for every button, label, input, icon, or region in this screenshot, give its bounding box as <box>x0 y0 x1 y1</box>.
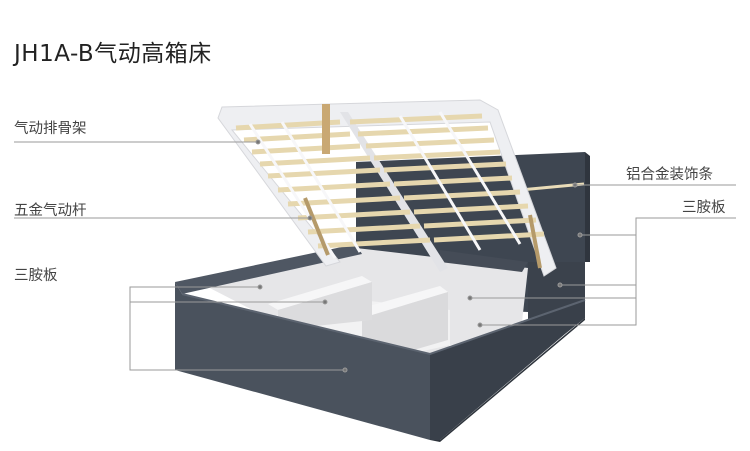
product-title: JH1A-B气动高箱床 <box>14 41 212 67</box>
bed-box <box>175 244 586 442</box>
lift-strap <box>322 104 330 154</box>
label-melamine-board-right: 三胺板 <box>682 200 726 216</box>
leader-lines <box>14 139 736 373</box>
slat-frame <box>217 99 557 277</box>
label-pneumatic-slat-frame: 气动排骨架 <box>14 121 87 137</box>
label-melamine-board-left: 三胺板 <box>14 268 58 284</box>
gas-struts <box>303 197 542 269</box>
label-aluminum-trim: 铝合金装饰条 <box>626 167 713 183</box>
label-gas-strut-hardware: 五金气动杆 <box>14 203 87 219</box>
